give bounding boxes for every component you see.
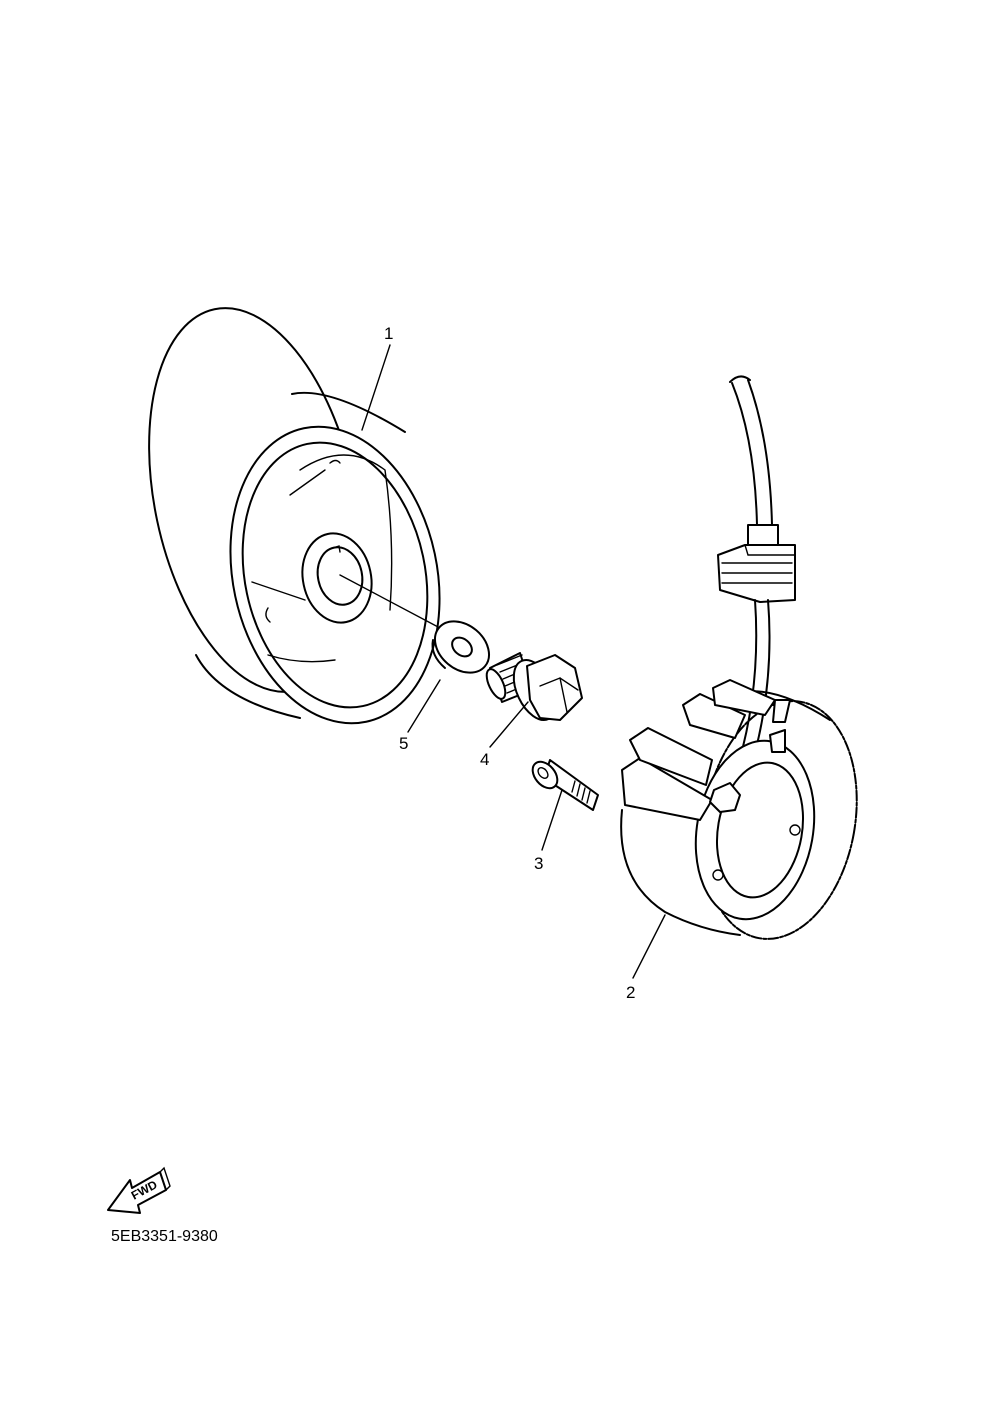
catalog-code: 5EB3351-9380 [111,1228,218,1245]
callout-3-label: 3 [534,854,543,873]
stator-part [620,375,858,940]
callout-1-label: 1 [384,324,393,343]
callout-4-label: 4 [480,750,489,769]
callout-5-label: 5 [399,734,408,753]
forward-arrow-icon: FWD [107,1166,171,1214]
washer-part [431,620,490,674]
screw-part [531,759,599,811]
bolt-part [485,652,583,721]
callout-leaders [361,344,666,979]
rotor-part [148,307,441,725]
callout-2-label: 2 [626,983,635,1002]
